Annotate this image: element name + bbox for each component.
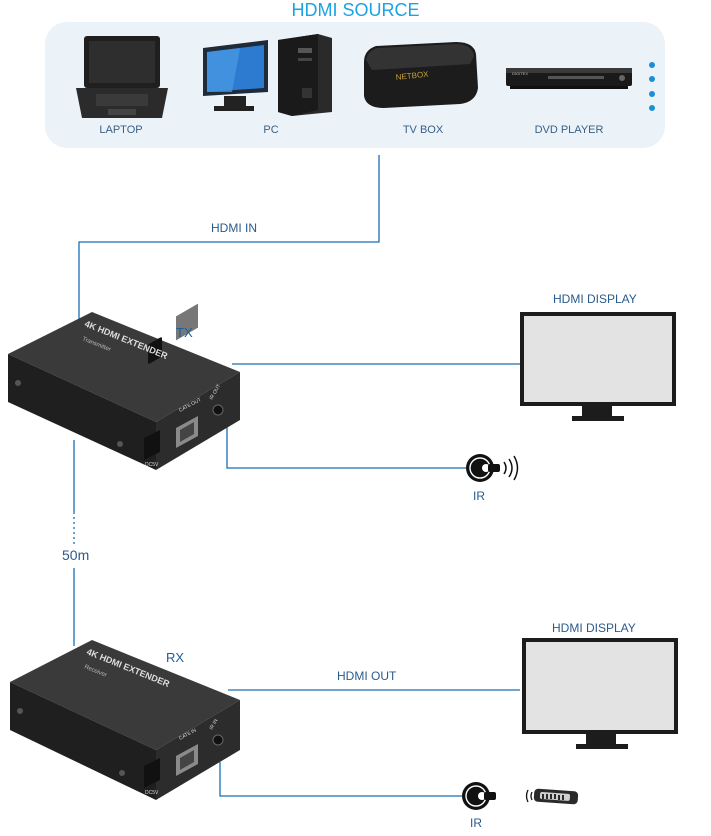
source-title: HDMI SOURCE [291, 0, 420, 20]
dvd-brand: DIGITEX [512, 71, 528, 76]
dvd-player-icon: DIGITEX [506, 68, 632, 89]
laptop-icon [76, 36, 168, 118]
ir-bottom-label: IR [470, 816, 482, 830]
ir-out-cable [226, 424, 466, 469]
tv-box-icon: NETBOX [364, 42, 478, 108]
rx-port-dc: DC5V [145, 790, 159, 796]
tx-port-dc: DC5V [145, 462, 159, 468]
tv-box-brand: NETBOX [395, 70, 429, 82]
tx-ports [144, 416, 198, 460]
ir-receiver-icon [462, 782, 496, 810]
hdmi-display-bottom-label: HDMI DISPLAY [552, 621, 636, 635]
hdmi-display-top [520, 312, 676, 421]
remote-control-icon [525, 788, 579, 805]
tx-tag: TX [176, 325, 193, 340]
hdmi-in-label: HDMI IN [211, 221, 257, 235]
rx-port-ir: IR IN [209, 718, 220, 731]
rx-ports [144, 744, 198, 788]
transmitter-box: 4K HDMI EXTENDER Transmitter [8, 303, 240, 470]
rx-tag: RX [166, 650, 185, 665]
distance-label: 50m [62, 547, 90, 563]
ir-top-label: IR [473, 489, 485, 503]
tv-box-label: TV BOX [402, 124, 444, 136]
desktop-pc-icon [203, 34, 332, 116]
dvd-player-label: DVD PLAYER [534, 124, 604, 136]
ir-emitter-icon [466, 454, 519, 482]
ir-in-cable [219, 762, 462, 797]
vertical-dots-icon [649, 62, 655, 111]
hdmi-display-bottom [522, 638, 678, 749]
pc-label: PC [263, 124, 279, 136]
receiver-box: 4K HDMI EXTENDER Receiver [10, 640, 240, 800]
hdmi-out-label: HDMI OUT [337, 669, 397, 683]
hdmi-in-cable [78, 155, 380, 322]
laptop-label: LAPTOP [99, 124, 143, 136]
hdmi-display-top-label: HDMI DISPLAY [553, 292, 637, 306]
